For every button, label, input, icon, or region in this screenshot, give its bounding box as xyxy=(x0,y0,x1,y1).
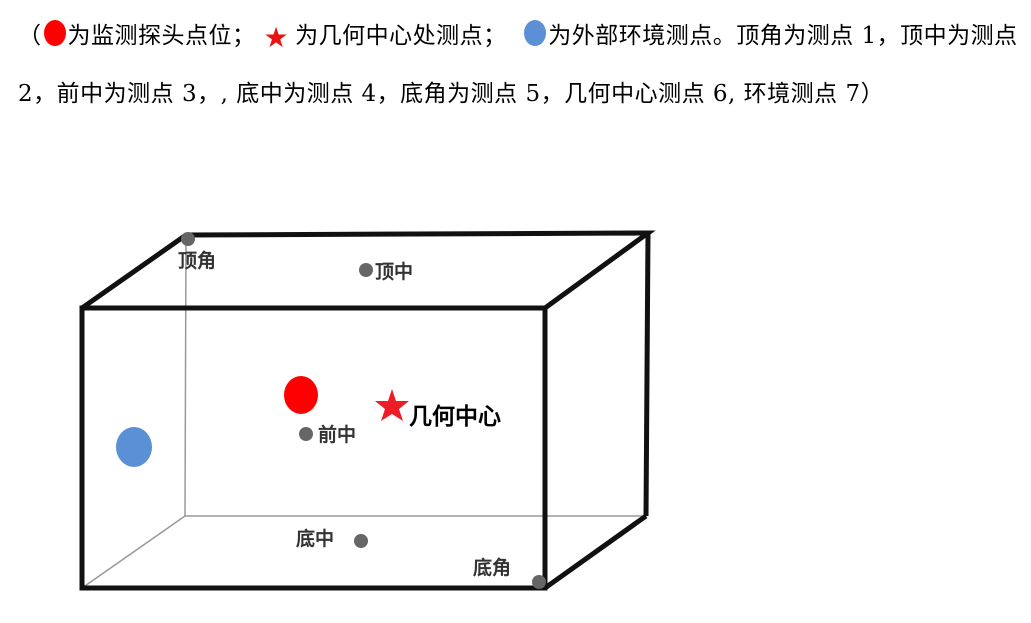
probe-point xyxy=(284,376,318,414)
front-center-label: 前中 xyxy=(318,423,356,446)
bottom-center-label: 底中 xyxy=(296,527,334,550)
bottom-corner-point xyxy=(532,575,546,589)
geometric-center-label: 几何中心 xyxy=(409,404,501,430)
figure-caption: （ 为监测探头点位； ★为几何中心处测点； 为外部环境测点。顶角为测点 1，顶中为测… xyxy=(18,8,1018,123)
bottom-center-point xyxy=(354,534,368,548)
red-dot-icon xyxy=(43,20,66,46)
top-center-point xyxy=(359,263,373,277)
geometric-center-star xyxy=(375,389,409,421)
caption-probe-text: 为监测探头点位； xyxy=(67,23,256,49)
caption-center-text: 为几何中心处测点； xyxy=(295,23,507,49)
star-icon: ★ xyxy=(263,21,290,54)
bottom-corner-label: 底角 xyxy=(473,556,511,579)
blue-dot-icon xyxy=(524,20,547,46)
top-corner-label: 顶角 xyxy=(178,249,216,272)
hidden-edges xyxy=(81,235,646,589)
caption-open-paren: （ xyxy=(18,23,42,49)
box-edges xyxy=(79,230,656,591)
top-center-label: 顶中 xyxy=(375,260,413,283)
environment-point xyxy=(116,427,152,467)
front-center-point xyxy=(299,427,313,441)
caption-environment-text: 为外部环境测点。顶角为测点 1，顶中为测点 2，前中为测点 3，, 底中为测点 … xyxy=(18,23,1018,107)
top-corner-point xyxy=(181,232,195,246)
